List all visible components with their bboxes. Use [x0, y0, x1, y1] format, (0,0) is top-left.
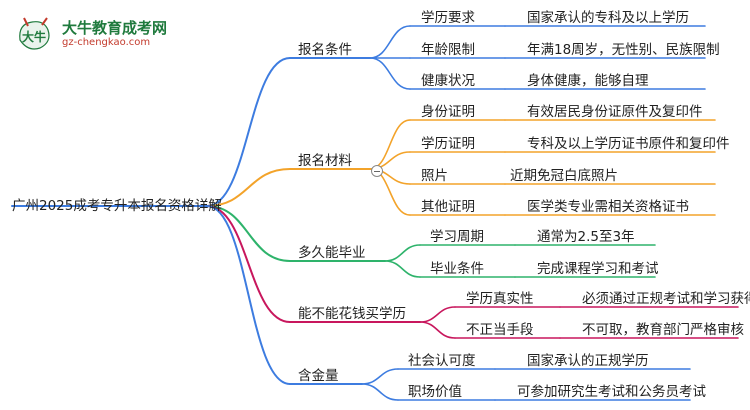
branch-2-child-1-key[interactable]: 身份证明: [421, 104, 475, 120]
branch-2-child-4-value: 医学类专业需相关资格证书: [527, 199, 689, 215]
branch-2-child-2-key[interactable]: 学历证明: [421, 136, 475, 152]
site-logo[interactable]: 大牛 大牛教育成考网 gz-chengkao.com: [14, 14, 184, 54]
branch-1-child-3-value: 身体健康，能够自理: [527, 73, 649, 89]
bull-logo-icon: 大牛: [19, 17, 50, 50]
branch-4-curve: [206, 205, 291, 323]
branch-2-child-1-curve: [369, 119, 411, 170]
branch-5-child-1-curve: [361, 368, 399, 385]
branch-5-curve: [206, 205, 291, 385]
branch-1-label[interactable]: 报名条件: [298, 42, 352, 58]
branch-3-child-2-curve: [384, 260, 421, 278]
branch-5-label[interactable]: 含金量: [298, 368, 339, 384]
branch-5-child-2-value: 可参加研究生考试和公务员考试: [517, 384, 706, 400]
branch-2-child-3-key[interactable]: 照片: [421, 168, 448, 184]
branch-1-child-2-key[interactable]: 年龄限制: [421, 42, 475, 58]
branch-1-child-2-value: 年满18周岁，无性别、民族限制: [527, 42, 720, 58]
branch-4-child-2-value: 不可取，教育部门严格审核: [582, 322, 744, 338]
branch-2-child-4-key[interactable]: 其他证明: [421, 199, 475, 215]
branch-3-child-1-key[interactable]: 学习周期: [430, 229, 484, 245]
branch-3-curve: [206, 205, 291, 262]
branch-5-child-1-key[interactable]: 社会认可度: [408, 353, 476, 369]
branch-4-child-1-key[interactable]: 学历真实性: [466, 291, 534, 307]
branch-4-child-2-curve: [419, 321, 456, 339]
branch-1-child-1-key[interactable]: 学历要求: [421, 10, 475, 26]
branch-5-child-2-curve: [361, 383, 399, 401]
branch-5-child-2-key[interactable]: 职场价值: [408, 384, 462, 400]
branch-4-child-1-value: 必须通过正规考试和学习获得: [582, 291, 750, 307]
branch-2-child-2-value: 专科及以上学历证书原件和复印件: [527, 136, 730, 152]
branch-3-child-1-value: 通常为2.5至3年: [537, 229, 635, 245]
branch-2-label[interactable]: 报名材料: [298, 153, 352, 169]
branch-2-child-3-value: 近期免冠白底照片: [510, 168, 618, 184]
branch-3-child-2-key[interactable]: 毕业条件: [430, 261, 484, 277]
branch-4-child-2-key[interactable]: 不正当手段: [466, 322, 534, 338]
root-topic[interactable]: 广州2025成考专升本报名资格详解: [12, 198, 222, 214]
collapse-toggle-icon[interactable]: [371, 165, 383, 177]
branch-1-child-3-curve: [369, 57, 411, 90]
branch-3-label[interactable]: 多久能毕业: [298, 245, 366, 261]
branch-2-child-1-value: 有效居民身份证原件及复印件: [527, 104, 703, 120]
branch-5-child-1-value: 国家承认的正规学历: [527, 353, 649, 369]
branch-1-child-1-value: 国家承认的专科及以上学历: [527, 10, 689, 26]
branch-3-child-1-curve: [384, 244, 421, 262]
logo-mark-text: 大牛: [22, 29, 46, 44]
branch-4-label[interactable]: 能不能花钱买学历: [298, 306, 406, 322]
logo-title: 大牛教育成考网: [62, 19, 168, 37]
branch-1-child-1-curve: [369, 25, 411, 59]
branch-1-child-3-key[interactable]: 健康状况: [421, 73, 475, 89]
branch-1-curve: [206, 57, 291, 207]
branch-4-child-1-curve: [419, 306, 456, 323]
branch-3-child-2-value: 完成课程学习和考试: [537, 261, 659, 277]
branch-2-curve: [206, 168, 291, 207]
logo-url: gz-chengkao.com: [62, 37, 151, 48]
